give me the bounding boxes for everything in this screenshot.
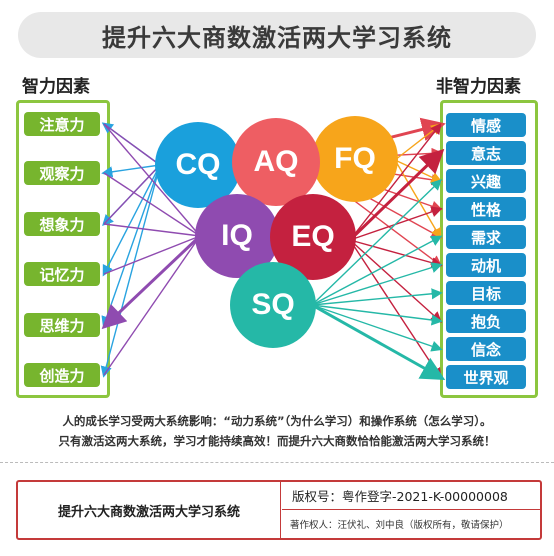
connector-arrow [349, 239, 443, 269]
left-heading: 智力因素 [22, 77, 90, 97]
connector-arrow [311, 179, 443, 306]
factor-motivation: 动机 [446, 253, 526, 277]
connector-arrow [103, 164, 161, 225]
connector-arrow [311, 262, 443, 306]
factor-will: 意志 [446, 141, 526, 165]
connector-arrow [101, 234, 202, 330]
connector-arrow [103, 123, 201, 237]
circle-fq: FQ [312, 116, 398, 202]
factor-thinking: 思维力 [24, 313, 100, 337]
connector-arrow [349, 239, 442, 380]
connector-arrow [102, 164, 161, 277]
factor-personality: 性格 [446, 197, 526, 221]
connector-arrow [101, 164, 161, 178]
factor-goal: 目标 [446, 281, 526, 305]
connector-arrow [103, 235, 201, 376]
factor-attention: 注意力 [24, 112, 100, 136]
connector-arrow [348, 148, 445, 242]
copyright-number: 版权号：粤作登字-2021-K-00000008 [282, 482, 540, 510]
factor-observation: 观察力 [24, 161, 100, 185]
footer-title: 提升六大商数激活两大学习系统 [18, 482, 281, 538]
copyright-footer: 提升六大商数激活两大学习系统 版权号：粤作登字-2021-K-00000008 … [16, 480, 542, 540]
page-title: 提升六大商数激活两大学习系统 [18, 12, 536, 58]
factor-need: 需求 [446, 225, 526, 249]
connector-arrow [101, 164, 161, 328]
factor-interest: 兴趣 [446, 169, 526, 193]
connector-arrow [311, 235, 443, 306]
divider [0, 462, 554, 463]
factor-worldview: 世界观 [446, 365, 526, 389]
connector-arrow [311, 304, 443, 326]
connector-arrow [103, 235, 201, 275]
connector-arrow [103, 223, 201, 237]
factor-imagination: 想象力 [24, 212, 100, 236]
right-heading: 非智力因素 [436, 77, 521, 97]
circle-aq: AQ [232, 118, 320, 206]
factor-creativity: 创造力 [24, 363, 100, 387]
description-line-1: 人的成长学习受两大系统影响：“动力系统”（为什么学习）和操作系统（怎么学习）。 [62, 414, 492, 428]
factor-belief: 信念 [446, 337, 526, 361]
connector-arrow [394, 159, 443, 183]
connector-arrow [103, 172, 201, 237]
description-line-2: 只有激活这两大系统，学习才能持续高效！而提升六大商数恰恰能激活两大学习系统！ [58, 434, 496, 448]
connector-arrow [311, 288, 443, 306]
left-factor-frame [16, 100, 110, 398]
circle-sq: SQ [230, 262, 316, 348]
circle-cq: CQ [155, 122, 241, 208]
connector-arrow [311, 303, 446, 380]
connector-arrow [103, 123, 161, 166]
connector-arrow [394, 159, 442, 240]
copyright-owners: 著作权人：汪伏礼、刘中良（版权所有，敬请保护） [290, 520, 509, 531]
connector-arrow [349, 122, 442, 241]
factor-emotion: 情感 [446, 113, 526, 137]
factor-ambition: 抱负 [446, 309, 526, 333]
factor-memory: 记忆力 [24, 262, 100, 286]
connector-arrow [311, 304, 443, 352]
connector-arrow [100, 164, 161, 378]
